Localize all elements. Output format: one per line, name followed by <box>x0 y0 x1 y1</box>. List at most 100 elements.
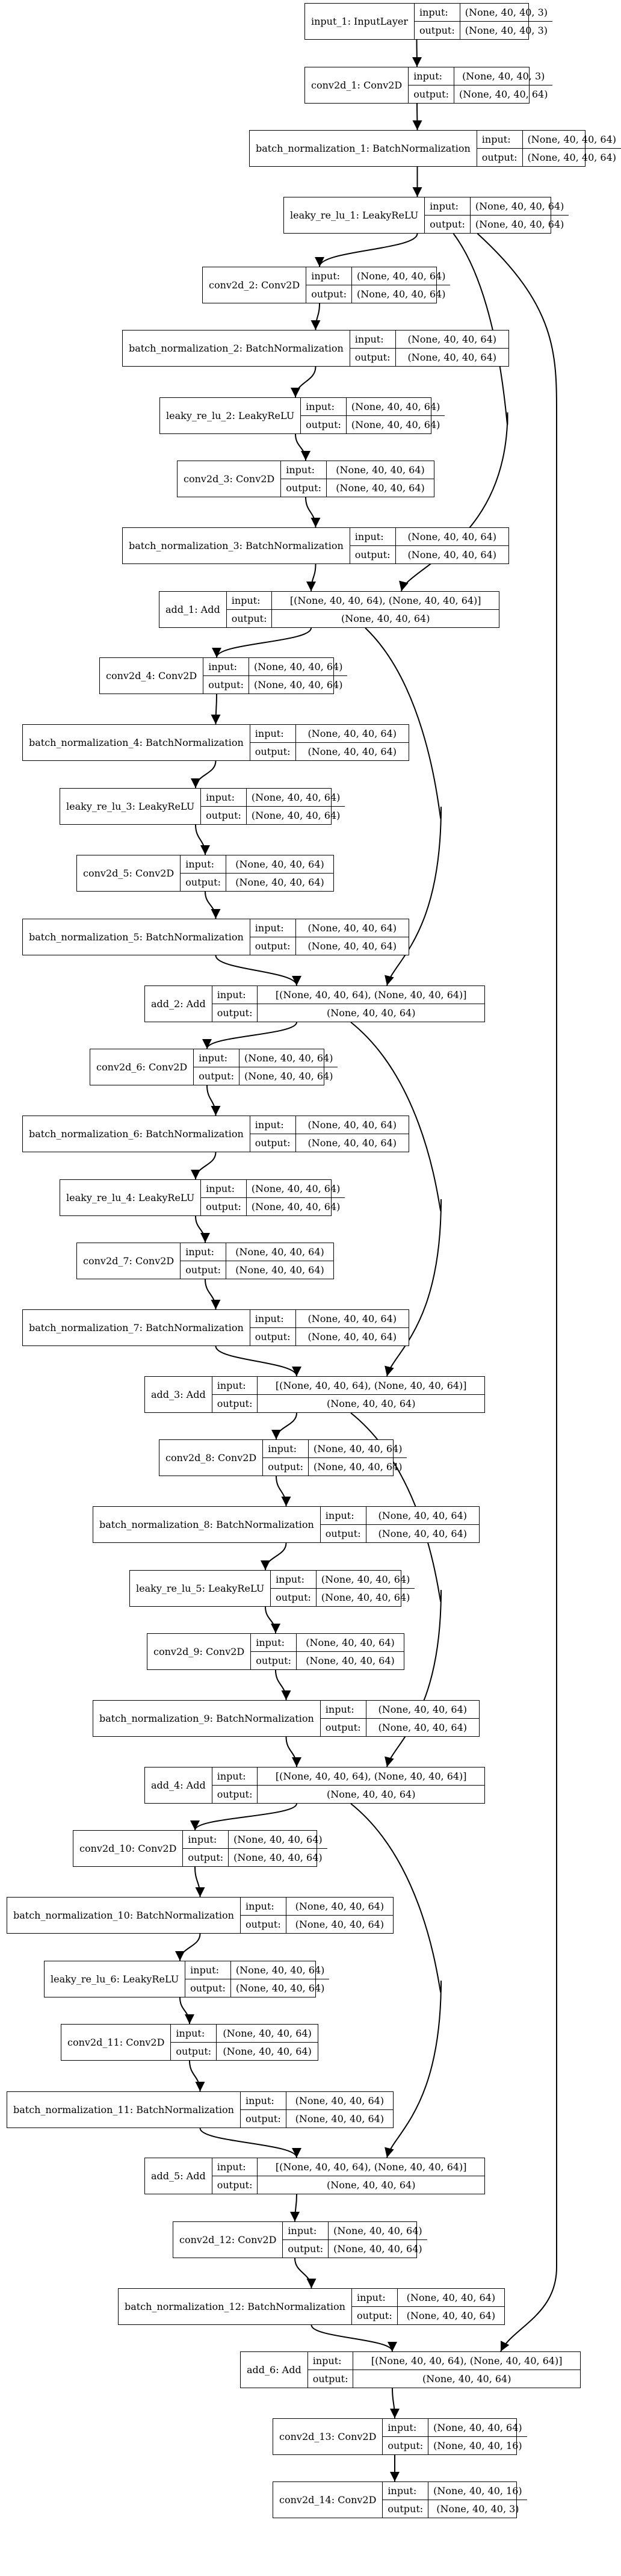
io-keys: input:output: <box>271 1571 317 1606</box>
output-shape: (None, 40, 40, 64) <box>295 2113 385 2124</box>
layer-node-bn_3[interactable]: batch_normalization_3: BatchNormalizatio… <box>122 527 509 564</box>
layer-label: conv2d_14: Conv2D <box>273 2482 383 2518</box>
io-values: (None, 40, 40, 64)(None, 40, 40, 16) <box>428 2419 527 2454</box>
edge-input_1-to-conv2d_1 <box>412 39 422 67</box>
io-keys: input:output: <box>212 1768 258 1803</box>
output-shape: (None, 40, 40, 64) <box>378 1528 467 1539</box>
layer-node-bn_4[interactable]: batch_normalization_4: BatchNormalizatio… <box>22 724 409 761</box>
io-values: (None, 40, 40, 64)(None, 40, 40, 64) <box>226 855 333 891</box>
output-key: output: <box>325 1722 361 1733</box>
layer-node-bn_6[interactable]: batch_normalization_6: BatchNormalizatio… <box>22 1116 409 1152</box>
output-key: output: <box>413 88 449 100</box>
io-keys: input:output: <box>283 2222 329 2258</box>
io-keys: input:output: <box>320 1507 366 1542</box>
output-shape: (None, 40, 40, 64) <box>307 1137 397 1149</box>
io-keys: input:output: <box>350 528 396 563</box>
io-values: (None, 40, 40, 64)(None, 40, 40, 64) <box>366 1701 479 1736</box>
edge-bn_3-to-add_1 <box>306 563 317 592</box>
io-keys: input:output: <box>281 461 327 497</box>
layer-node-bn_1[interactable]: batch_normalization_1: BatchNormalizatio… <box>249 130 621 167</box>
output-shape: (None, 40, 40, 64) <box>244 1070 333 1082</box>
input-shape: [(None, 40, 40, 64), (None, 40, 40, 64)] <box>258 1768 484 1786</box>
input-key: input: <box>212 1768 258 1786</box>
output-shape: (None, 40, 40, 64) <box>307 1331 397 1342</box>
output-key: output: <box>255 746 291 757</box>
edge-bn_7-to-add_3 <box>215 1345 301 1377</box>
edge-bn_8-to-lrelu_5 <box>261 1542 287 1571</box>
input-key: input: <box>283 2222 329 2240</box>
input-key: input: <box>194 1049 239 1067</box>
layer-node-bn_8[interactable]: batch_normalization_8: BatchNormalizatio… <box>93 1506 480 1543</box>
layer-node-bn_5[interactable]: batch_normalization_5: BatchNormalizatio… <box>22 919 409 955</box>
output-key: output: <box>217 1007 253 1019</box>
output-key: output: <box>256 1655 291 1666</box>
output-key: output: <box>419 25 455 36</box>
layer-node-bn_10[interactable]: batch_normalization_10: BatchNormalizati… <box>7 1897 394 1934</box>
output-key: output: <box>206 1201 241 1212</box>
edge-conv2d_4-to-bn_4 <box>211 694 221 725</box>
io-values: [(None, 40, 40, 64), (None, 40, 40, 64)]… <box>258 2158 484 2194</box>
io-keys: input:output: <box>185 1961 231 1997</box>
input-key: input: <box>350 331 395 349</box>
output-shape: (None, 40, 40, 3) <box>465 25 548 36</box>
io-keys: input:output: <box>250 919 296 955</box>
io-values: (None, 40, 40, 64)(None, 40, 40, 64) <box>217 2025 318 2060</box>
layer-node-bn_9[interactable]: batch_normalization_9: BatchNormalizatio… <box>93 1700 480 1737</box>
layer-label: leaky_re_lu_1: LeakyReLU <box>284 197 425 233</box>
edge-lrelu_2-to-conv2d_3 <box>295 433 310 461</box>
layer-label: batch_normalization_4: BatchNormalizatio… <box>23 725 250 760</box>
layer-node-bn_7[interactable]: batch_normalization_7: BatchNormalizatio… <box>22 1309 409 1346</box>
output-shape: (None, 40, 40, 64) <box>407 352 496 363</box>
io-values: (None, 40, 40, 64)(None, 40, 40, 64) <box>366 1507 479 1542</box>
output-shape: (None, 40, 40, 64) <box>233 1852 323 1863</box>
input-key: input: <box>212 986 258 1004</box>
layer-label: conv2d_12: Conv2D <box>173 2222 283 2258</box>
layer-node-bn_12[interactable]: batch_normalization_12: BatchNormalizati… <box>118 2288 505 2325</box>
input-shape: [(None, 40, 40, 64), (None, 40, 40, 64)] <box>353 2352 580 2370</box>
edge-conv2d_8-to-bn_8 <box>276 1476 291 1507</box>
io-keys: input:output: <box>306 267 352 303</box>
input-shape: (None, 40, 40, 64) <box>329 2222 427 2240</box>
input-shape: (None, 40, 40, 64) <box>246 1180 345 1198</box>
input-shape: (None, 40, 40, 64) <box>470 197 569 216</box>
input-key: input: <box>201 789 246 807</box>
output-key: output: <box>268 1461 303 1473</box>
layer-node-bn_11[interactable]: batch_normalization_11: BatchNormalizati… <box>7 2091 394 2128</box>
input-key: input: <box>477 131 522 149</box>
edge-conv2d_9-to-bn_9 <box>275 1669 291 1701</box>
io-values: [(None, 40, 40, 64), (None, 40, 40, 64)]… <box>353 2352 580 2388</box>
output-shape: (None, 40, 40, 64) <box>333 2243 422 2255</box>
input-shape: (None, 40, 40, 64) <box>316 1571 415 1589</box>
input-key: input: <box>320 1701 366 1719</box>
layer-label: conv2d_2: Conv2D <box>203 267 307 303</box>
io-keys: input:output: <box>181 1243 226 1279</box>
layer-node-bn_2[interactable]: batch_normalization_2: BatchNormalizatio… <box>122 330 509 367</box>
